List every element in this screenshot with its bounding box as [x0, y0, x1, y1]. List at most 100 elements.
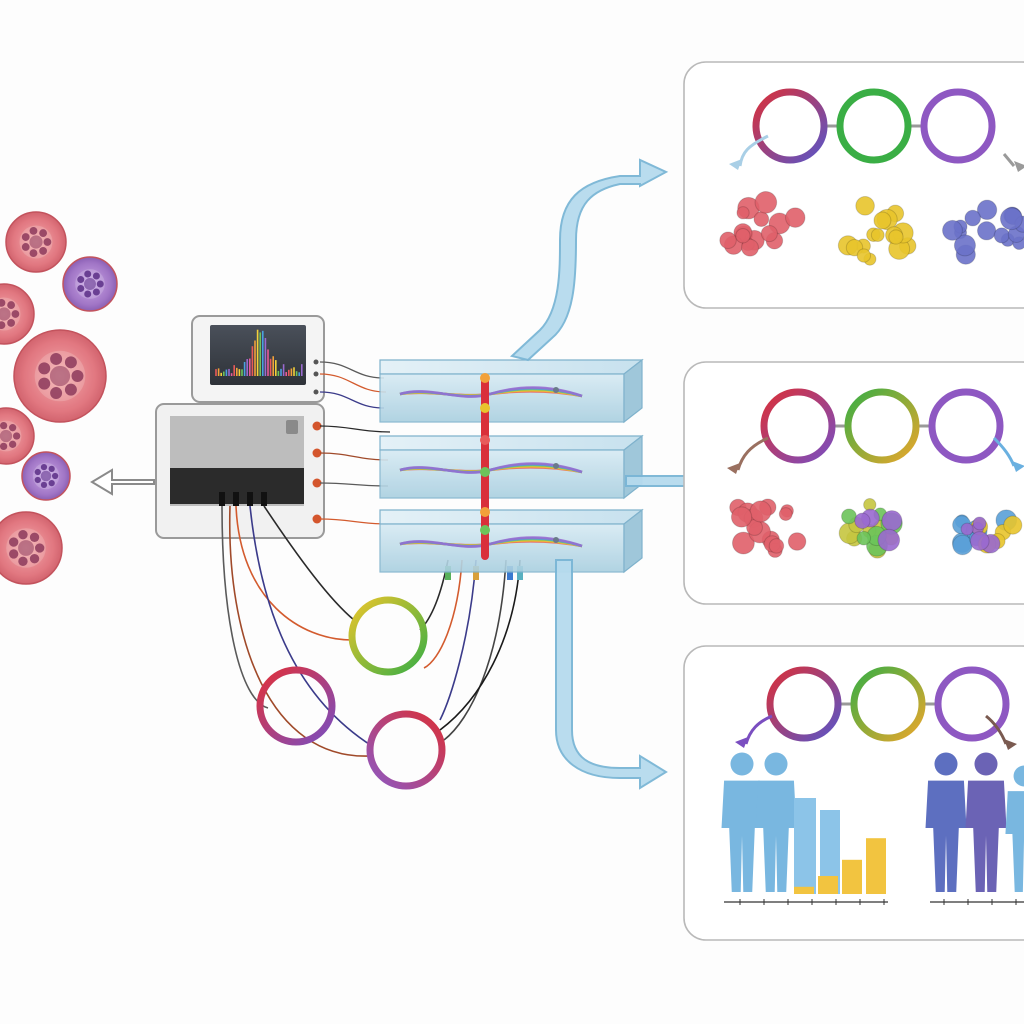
cable [319, 482, 389, 487]
nucleus-dot [64, 383, 77, 396]
nucleus-dot [71, 370, 84, 382]
bar-icon [866, 838, 886, 894]
nucleus-dot [29, 554, 40, 564]
flow-arrow-bottom [555, 559, 668, 790]
ring-icon [366, 710, 446, 790]
nucleus-dot [34, 476, 41, 484]
nucleus-dot [7, 301, 16, 309]
cell-dot [856, 248, 872, 263]
cable-plug [445, 566, 451, 580]
sequencing-layer [379, 434, 644, 500]
cell-dot [760, 224, 778, 243]
nucleus-dot [0, 298, 6, 307]
nucleus-dot [18, 529, 28, 540]
panel-mixed-clusters [683, 361, 1024, 605]
nucleus-core [0, 429, 13, 443]
nucleus-dot [18, 556, 28, 567]
layer-front [379, 373, 625, 423]
person-head [934, 752, 958, 776]
cell-dot [881, 510, 903, 532]
spine-bead [480, 467, 490, 477]
cell-icon [13, 329, 107, 423]
cell-icon [5, 211, 67, 273]
analyzer-instrument-icon [155, 315, 325, 539]
nucleus-dot [0, 442, 8, 451]
nucleus-dot [39, 247, 48, 255]
cell-dot [888, 229, 904, 245]
nucleus-dot [12, 432, 21, 440]
cell-dot [841, 508, 857, 525]
cable [319, 452, 389, 461]
sequencing-layers-icon [379, 358, 644, 574]
connector-port [312, 478, 322, 488]
cell-dot [735, 228, 751, 244]
panel-frame [683, 361, 1024, 605]
nucleus-dot [0, 321, 6, 330]
output-arrow-left [90, 468, 155, 496]
monitor-port [313, 389, 319, 395]
bar-icon [794, 886, 814, 894]
ring-icon [766, 666, 842, 742]
ring-icon [836, 88, 912, 164]
nucleus-core [49, 365, 71, 387]
nucleus-dot [77, 284, 85, 292]
nucleus-dot [38, 377, 51, 390]
cell-dot [870, 228, 885, 242]
cell-icon [0, 407, 35, 465]
panel-cell-clusters [683, 61, 1024, 309]
spine-bead [480, 507, 490, 517]
nucleus-dot [35, 543, 45, 553]
layer-front [379, 523, 625, 573]
cable [263, 505, 355, 621]
person-head [974, 752, 998, 776]
nucleus-dot [96, 280, 104, 288]
bottom-ring-cluster [256, 596, 446, 790]
ring-icon [844, 388, 920, 464]
ring-icon [850, 666, 926, 742]
layer-top [379, 435, 644, 451]
ring-icon [928, 388, 1004, 464]
connector-port [312, 448, 322, 458]
person-body [925, 780, 967, 892]
cell-dot [730, 506, 753, 528]
cell-icon [0, 511, 63, 585]
cable [228, 505, 371, 757]
nucleus-dot [38, 362, 51, 375]
cable [319, 391, 385, 409]
ring-icon [760, 388, 836, 464]
nucleus-dot [48, 480, 55, 487]
bar-icon [820, 810, 840, 894]
nucleus-core [84, 278, 96, 290]
nucleus-dot [50, 352, 63, 365]
cable [235, 505, 353, 641]
connector-port [312, 514, 322, 524]
nucleus-dot [8, 537, 19, 547]
cell-dot [754, 191, 778, 214]
person-head [730, 752, 754, 776]
cell-dot [731, 531, 755, 555]
spine-bead [480, 373, 490, 383]
cell-dot [856, 530, 872, 546]
person-head [764, 752, 788, 776]
cell-dot [969, 531, 990, 551]
cell-dot [854, 512, 871, 530]
monitor-port [313, 371, 319, 377]
cable-plug [473, 566, 479, 580]
sequencing-layer [379, 358, 644, 424]
person-body [721, 780, 763, 892]
cell-dot [942, 219, 963, 241]
nucleus-dot [8, 440, 17, 448]
spine-bead [480, 525, 490, 535]
nucleus-core [40, 470, 52, 482]
nucleus-dot [40, 463, 48, 471]
arrow-head [1012, 461, 1024, 472]
nucleus-dot [40, 481, 48, 489]
cell-dot [1003, 515, 1023, 535]
connector-plug [233, 492, 239, 506]
arrow-head [735, 737, 748, 748]
cell-dot [736, 206, 750, 220]
person-icon [925, 752, 967, 892]
person-icon [1005, 765, 1024, 892]
cable [319, 518, 389, 525]
